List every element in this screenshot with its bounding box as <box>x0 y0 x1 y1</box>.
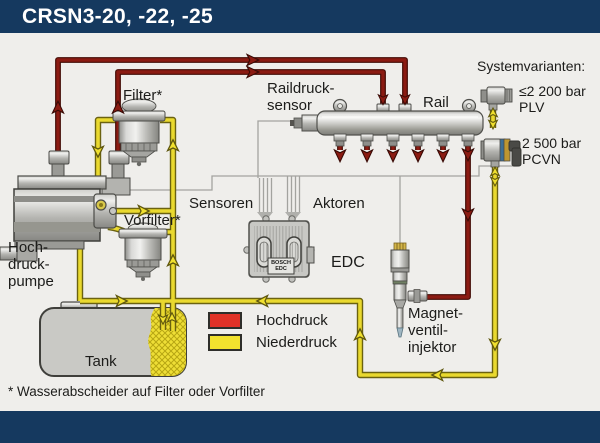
tank-icon <box>39 301 187 377</box>
pcvn-pressure-label: 2 500 bar <box>522 135 582 151</box>
filter-label: Filter* <box>123 87 163 104</box>
plv-name-label: PLV <box>519 99 545 115</box>
legend-swatch-high-pressure <box>208 312 242 329</box>
legend-swatch-low-pressure <box>208 334 242 351</box>
header-bar: CRSN3-20, -22, -25 <box>0 0 600 33</box>
legend-label-low-pressure: Niederdruck <box>256 334 337 351</box>
pcvn-name-label: PCVN <box>522 151 561 167</box>
plv-pressure-label: ≤2 200 bar <box>519 83 586 99</box>
sensors-label: Sensoren <box>189 195 254 212</box>
injector-icon <box>390 242 428 338</box>
actuators-label: Aktoren <box>313 195 365 212</box>
pump-label: Hoch- druck- pumpe <box>8 239 54 290</box>
rail-pressure-sensor-icon <box>290 114 319 132</box>
tank-label: Tank <box>85 353 117 370</box>
rail-icon <box>290 98 484 147</box>
system-variants-title: Systemvarianten: <box>477 58 586 74</box>
injector-label: Magnet- ventil- injektor <box>408 305 464 356</box>
page-title: CRSN3-20, -22, -25 <box>22 4 213 28</box>
fuel-icon <box>148 308 186 376</box>
plv-valve-icon <box>480 86 513 111</box>
rail-pressure-sensor-label: Raildruck- sensor <box>267 80 335 114</box>
edc-icon <box>243 215 315 283</box>
prefilter-label: Vorfilter* <box>124 212 181 229</box>
legend-label-high-pressure: Hochdruck <box>256 312 328 329</box>
pcvn-valve-icon <box>480 138 522 168</box>
edc-label: EDC <box>331 254 365 271</box>
prefilter-icon <box>118 222 168 281</box>
rail-label: Rail <box>423 94 449 111</box>
footer-bar <box>0 411 600 443</box>
edc-unit-text: BOSCH EDC <box>271 260 291 273</box>
rail-outlet-fittings <box>333 133 475 147</box>
high-pressure-pump-icon <box>0 150 131 262</box>
footnote: * Wasserabscheider auf Filter oder Vorfi… <box>8 384 265 399</box>
fuel-filter-icon <box>112 98 166 167</box>
